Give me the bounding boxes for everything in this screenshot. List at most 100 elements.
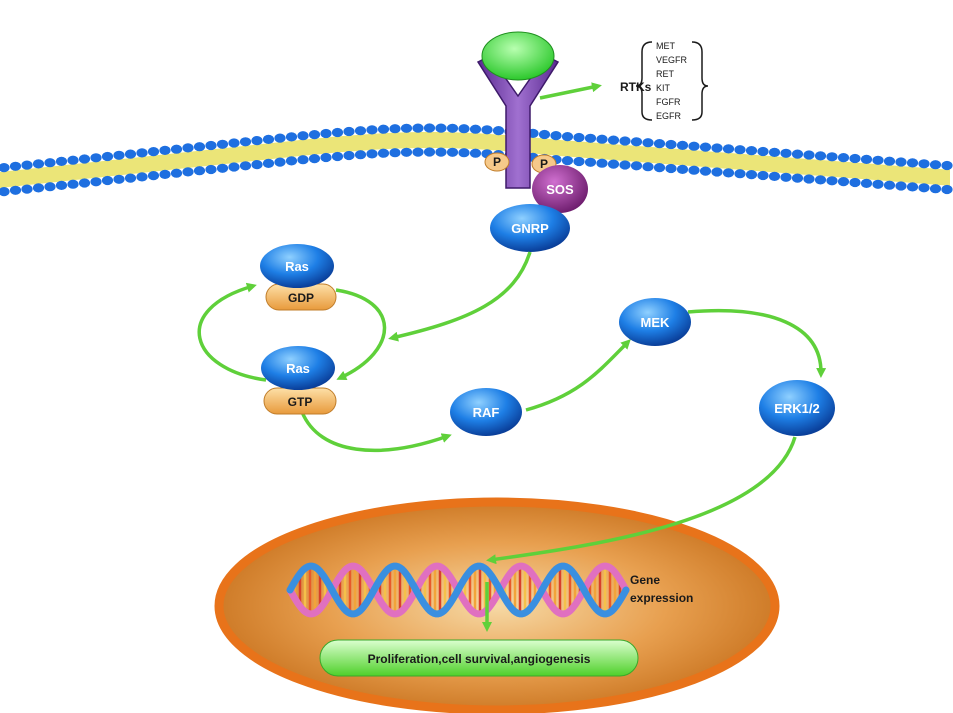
lipid-head bbox=[331, 151, 344, 162]
lipid-head bbox=[251, 136, 263, 146]
rtk-member: MET bbox=[656, 41, 676, 51]
lipid-head bbox=[308, 154, 321, 164]
mek-label: MEK bbox=[641, 315, 671, 330]
lipid-head bbox=[745, 170, 758, 180]
lipid-head bbox=[676, 164, 689, 174]
lipid-head bbox=[67, 155, 79, 165]
lipid-head bbox=[561, 132, 574, 142]
lipid-head bbox=[918, 183, 930, 193]
raf-protein: RAF bbox=[450, 388, 522, 436]
lipid-head bbox=[837, 177, 850, 187]
lipid-head bbox=[446, 123, 459, 133]
lipid-head bbox=[113, 174, 125, 184]
lipid-head bbox=[596, 134, 608, 144]
lipid-head bbox=[860, 178, 873, 188]
lipid-head bbox=[193, 142, 206, 152]
lipid-head bbox=[860, 154, 873, 164]
lipid-head bbox=[389, 148, 401, 158]
lipid-head bbox=[619, 160, 631, 170]
lipid-head bbox=[722, 168, 735, 178]
lipid-head bbox=[343, 150, 355, 161]
lipid-head bbox=[492, 126, 505, 136]
lipid-head bbox=[136, 172, 148, 182]
lipid-head bbox=[285, 132, 298, 142]
lipid-head bbox=[780, 148, 792, 158]
rtk-member: VEGFR bbox=[656, 55, 688, 65]
lipid-head bbox=[90, 153, 102, 163]
lipid-head bbox=[653, 163, 666, 173]
lipid-head bbox=[78, 178, 91, 188]
lipid-head bbox=[849, 153, 861, 164]
dna-strand-blue bbox=[286, 562, 630, 618]
lipid-head bbox=[458, 124, 470, 134]
phosphate-left: P bbox=[484, 152, 510, 172]
lipid-head bbox=[619, 136, 631, 146]
lipid-head bbox=[688, 165, 700, 175]
lipid-head bbox=[653, 139, 666, 149]
lipid-head bbox=[895, 181, 907, 191]
gtp-label: GTP bbox=[288, 395, 313, 409]
lipid-head bbox=[159, 145, 171, 155]
lipid-head bbox=[239, 137, 252, 147]
lipid-head bbox=[354, 126, 367, 136]
lipid-head bbox=[561, 156, 574, 166]
lipid-head bbox=[791, 173, 804, 183]
lipid-head bbox=[159, 169, 171, 179]
lipid-head bbox=[826, 176, 838, 186]
lipid-head bbox=[9, 185, 22, 195]
lipid-head bbox=[642, 162, 654, 172]
erk-label: ERK1/2 bbox=[774, 401, 820, 416]
lipid-head bbox=[193, 166, 206, 176]
rtk-member: RET bbox=[656, 69, 675, 79]
arrow-gtp-to-raf bbox=[300, 411, 452, 452]
lipid-head bbox=[32, 159, 45, 169]
lipid-head bbox=[849, 177, 861, 188]
lipid-head bbox=[699, 166, 712, 176]
lipid-head bbox=[44, 158, 56, 168]
lipid-head bbox=[343, 126, 355, 137]
lipid-head bbox=[239, 161, 252, 171]
lipid-head bbox=[285, 156, 298, 166]
lipid-head bbox=[412, 147, 424, 157]
lipid-head bbox=[90, 177, 102, 187]
lipid-head bbox=[297, 155, 309, 165]
lipid-head bbox=[446, 147, 459, 157]
lipid-head bbox=[469, 124, 482, 134]
lipid-head bbox=[320, 128, 332, 139]
lipid-head bbox=[67, 179, 79, 189]
lipid-head bbox=[734, 169, 746, 179]
lipid-head bbox=[182, 167, 194, 177]
gene-expression-label: Gene expression bbox=[630, 573, 693, 605]
lipid-head bbox=[423, 123, 436, 133]
lipid-head bbox=[584, 157, 597, 167]
lipid-head bbox=[688, 141, 700, 151]
lipid-head bbox=[21, 184, 33, 194]
arrow-gdp-to-gtp bbox=[335, 288, 387, 380]
lipid-head bbox=[170, 168, 183, 178]
lipid-head bbox=[320, 152, 332, 163]
ligand bbox=[481, 31, 555, 81]
lipid-head bbox=[228, 138, 240, 148]
lipid-head bbox=[872, 155, 884, 165]
lipid-head bbox=[699, 142, 712, 152]
outcome-label: Proliferation,cell survival,angiogenesis bbox=[368, 652, 591, 666]
phosphate-left-label: P bbox=[493, 155, 501, 169]
lipid-head bbox=[665, 163, 677, 174]
lipid-head bbox=[377, 148, 390, 158]
lipid-head bbox=[9, 161, 22, 171]
rtks-label: RTKs bbox=[620, 80, 652, 94]
lipid-head bbox=[435, 147, 447, 157]
lipid-head bbox=[32, 183, 45, 193]
expression-label: expression bbox=[630, 591, 693, 605]
lipid-head bbox=[906, 182, 919, 192]
lipid-head bbox=[918, 159, 930, 169]
lipid-head bbox=[757, 170, 769, 181]
lipid-head bbox=[308, 130, 321, 140]
lipid-head bbox=[113, 150, 125, 160]
lipid-head bbox=[216, 139, 229, 149]
erk-protein: ERK1/2 bbox=[759, 380, 835, 436]
arrow-erk-to-dna bbox=[486, 436, 797, 565]
lipid-head bbox=[745, 146, 758, 156]
dna-double-helix bbox=[286, 562, 630, 618]
lipid-head bbox=[78, 154, 91, 164]
